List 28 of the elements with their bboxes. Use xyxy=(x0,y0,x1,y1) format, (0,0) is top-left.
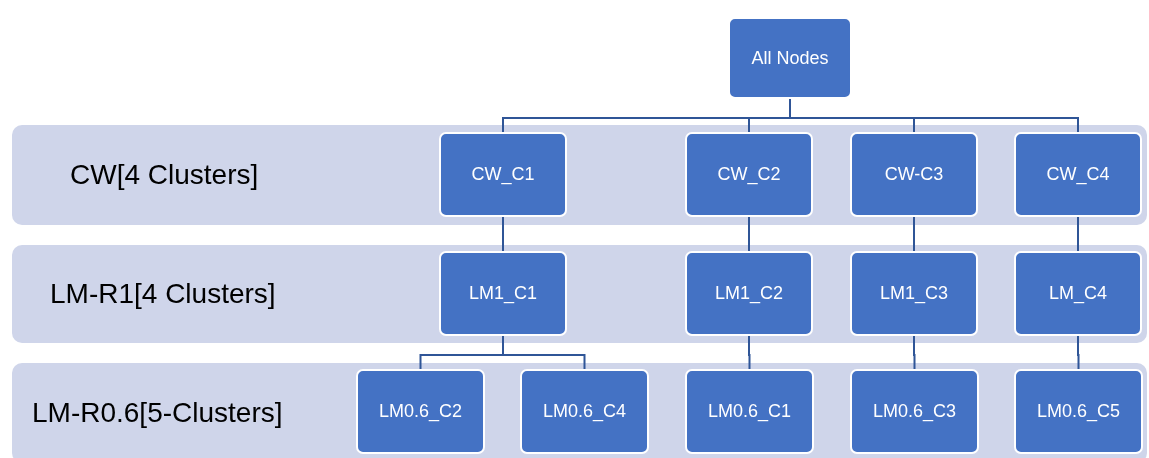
connector-line xyxy=(748,335,751,370)
cluster-box: LM1_C2 xyxy=(685,251,813,336)
cluster-box: LM0.6_C4 xyxy=(520,369,649,454)
connector-line xyxy=(789,98,1079,133)
cluster-box: CW_C1 xyxy=(439,132,567,217)
cluster-box: LM1_C1 xyxy=(439,251,567,336)
connector-line xyxy=(502,216,504,252)
cluster-box: LM0.6_C5 xyxy=(1014,369,1143,454)
cluster-box: LM_C4 xyxy=(1014,251,1142,336)
cluster-box: CW-C3 xyxy=(850,132,978,217)
connector-line xyxy=(748,216,750,252)
cluster-box: LM0.6_C2 xyxy=(356,369,485,454)
connector-line xyxy=(913,216,915,252)
cluster-box: CW_C4 xyxy=(1014,132,1142,217)
connector-line xyxy=(913,335,916,370)
layer-label: LM-R1[4 Clusters] xyxy=(50,277,276,311)
cluster-box: LM1_C3 xyxy=(850,251,978,336)
layer-band xyxy=(12,245,1147,343)
layer-band xyxy=(12,125,1147,225)
cluster-box: CW_C2 xyxy=(685,132,813,217)
layer-label: CW[4 Clusters] xyxy=(70,158,259,192)
connector-line xyxy=(1077,216,1079,252)
cluster-box: LM0.6_C1 xyxy=(685,369,814,454)
layer-label: LM-R0.6[5-Clusters] xyxy=(32,396,283,430)
cluster-box: All Nodes xyxy=(728,17,852,99)
connector-line xyxy=(1077,335,1080,370)
layer-band xyxy=(12,363,1147,458)
cluster-box: LM0.6_C3 xyxy=(850,369,979,454)
